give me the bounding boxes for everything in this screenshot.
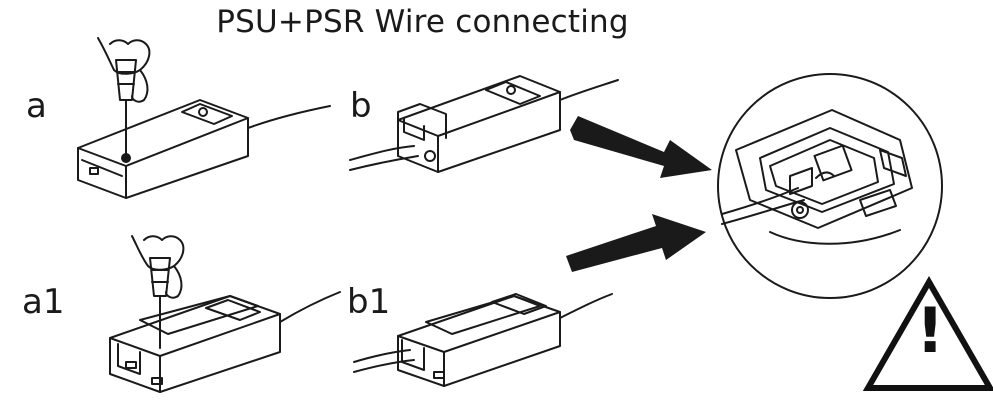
diagram-title: PSU+PSR Wire connecting <box>216 4 629 40</box>
arrow-lower <box>566 214 706 272</box>
zoom-detail-illustration <box>717 73 943 299</box>
step-label-b1: b1 <box>347 282 391 322</box>
arrow-upper <box>570 116 712 178</box>
driver-b-illustration <box>349 75 619 173</box>
step-label-a1: a1 <box>22 282 65 322</box>
step-label-b: b <box>350 86 372 126</box>
step-label-a: a <box>26 86 47 126</box>
warning-triangle-icon <box>862 275 993 391</box>
warning-exclamation: ! <box>916 294 945 367</box>
driver-a-illustration <box>77 37 331 199</box>
driver-b1-illustration <box>353 293 613 387</box>
driver-a1-illustration <box>109 235 341 393</box>
